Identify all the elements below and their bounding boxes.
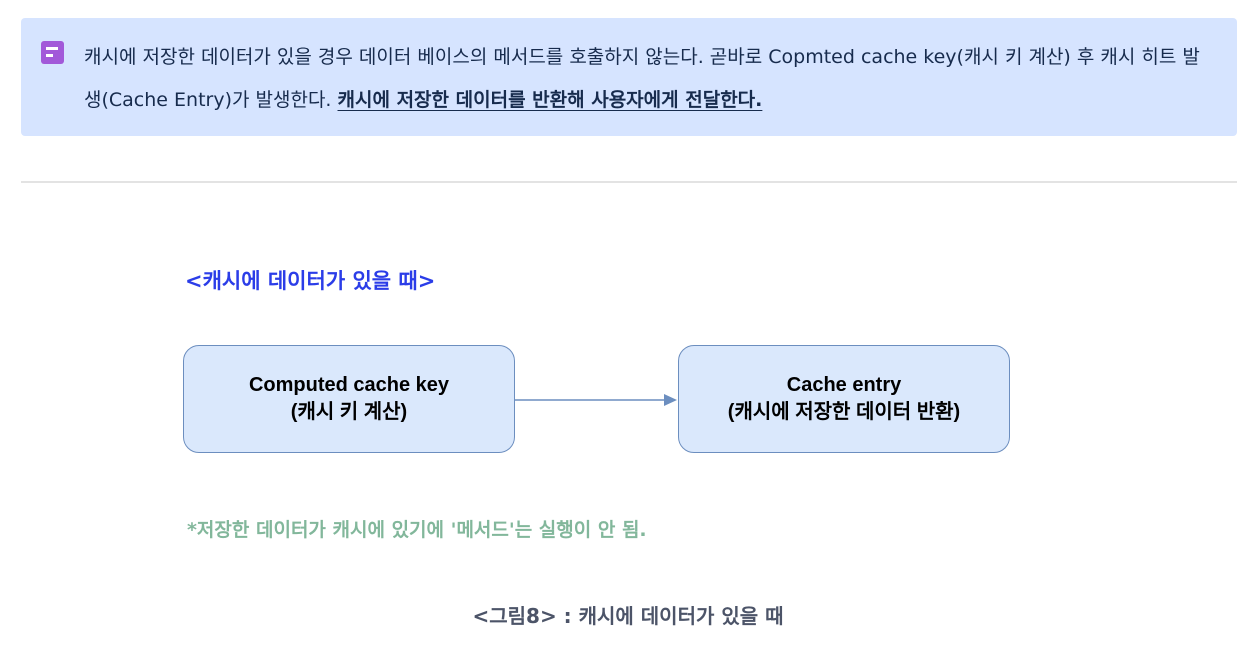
note-icon [41,41,64,64]
callout-text-plain: 캐시에 저장한 데이터가 있을 경우 데이터 베이스의 메서드를 호출하지 않는… [84,46,1200,111]
callout-text-emphasis: 캐시에 저장한 데이터를 반환해 사용자에게 전달한다. [337,89,763,111]
node-computed-cache-key-label: Computed cache key [248,374,450,396]
flow-arrow [515,394,677,406]
node-cache-entry-sublabel: (캐시에 저장한 데이터 반환) [727,401,961,423]
node-computed-cache-key: Computed cache key (캐시 키 계산) [183,345,515,453]
node-computed-cache-key-sublabel: (캐시 키 계산) [290,401,408,423]
divider [21,181,1237,183]
figure-caption: <그림8> : 캐시에 데이터가 있을 때 [472,604,784,628]
info-callout: 캐시에 저장한 데이터가 있을 경우 데이터 베이스의 메서드를 호출하지 않는… [21,18,1237,136]
figure-title: <캐시에 데이터가 있을 때> [185,269,436,293]
figure-note: *저장한 데이터가 캐시에 있기에 '메서드'는 실행이 안 됨. [187,519,647,541]
node-cache-entry-label: Cache entry [786,374,902,396]
node-cache-entry: Cache entry (캐시에 저장한 데이터 반환) [678,345,1010,453]
callout-text: 캐시에 저장한 데이터가 있을 경우 데이터 베이스의 메서드를 호출하지 않는… [84,36,1204,122]
